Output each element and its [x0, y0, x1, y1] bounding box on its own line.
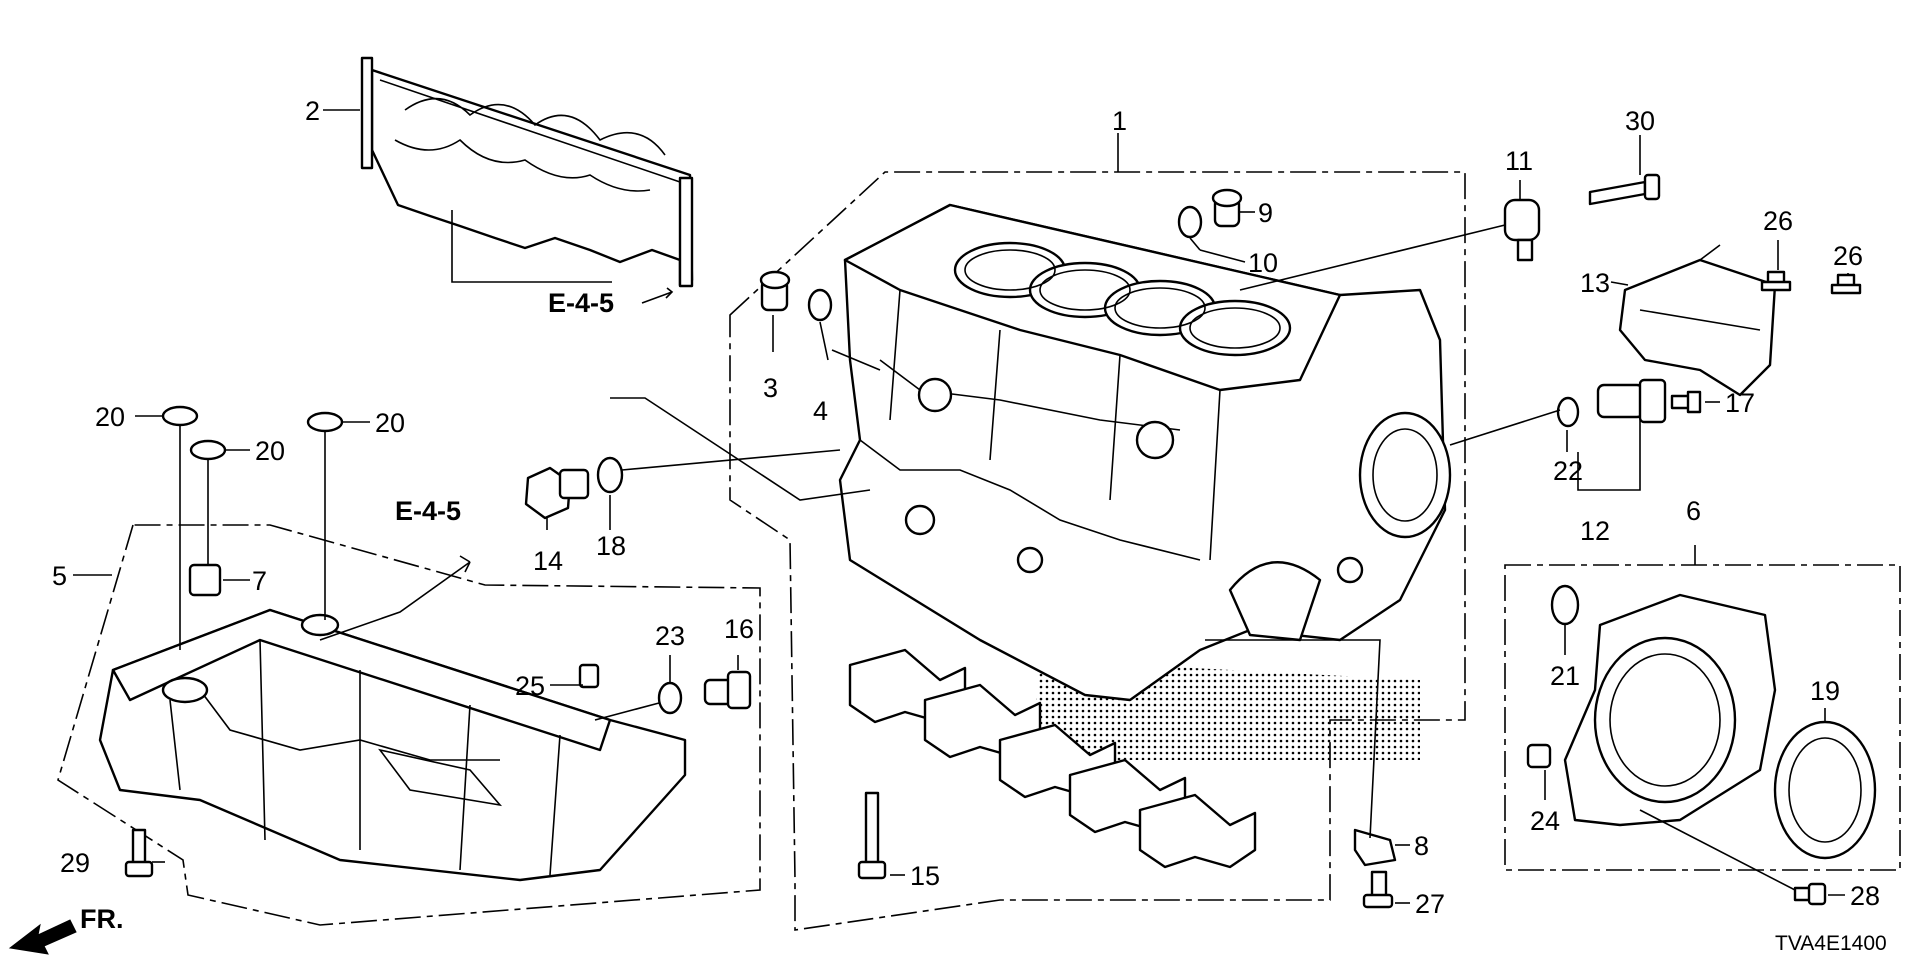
rear-cover-group-outline	[1504, 564, 1901, 871]
oil-pan-group-outline	[57, 524, 761, 926]
callout-30: 30	[1625, 106, 1655, 136]
callout-29: 29	[60, 848, 90, 878]
part-25-dowel	[578, 663, 600, 689]
callout-8: 8	[1414, 831, 1429, 861]
part-4-o-ring	[807, 288, 833, 322]
callout-12: 12	[1580, 516, 1610, 546]
part-3-plug	[759, 270, 791, 312]
part-28-bolt	[1793, 882, 1827, 906]
callout-26b: 26	[1833, 241, 1863, 271]
leader-lines	[73, 109, 1849, 904]
callout-9: 9	[1258, 198, 1273, 228]
callout-24: 24	[1530, 806, 1560, 836]
diagram-code: TVA4E1400	[1775, 932, 1887, 955]
part-15-bolt	[857, 791, 887, 880]
callout-16: 16	[724, 614, 754, 644]
callout-21: 21	[1550, 661, 1580, 691]
front-direction-arrow-icon	[8, 919, 77, 955]
part-2-bracket-line	[451, 210, 612, 283]
part-19-oil-seal	[1773, 720, 1877, 860]
part-17-bolt	[1670, 390, 1702, 414]
callout-7: 7	[252, 566, 267, 596]
part-18-washer	[596, 456, 624, 494]
callout-15: 15	[910, 861, 940, 891]
callout-6: 6	[1686, 496, 1701, 526]
callout-28: 28	[1850, 881, 1880, 911]
part-2-baffle	[360, 56, 694, 288]
ref-e-4-5-upper[interactable]: E-4-5	[548, 288, 614, 318]
part-1-cylinder-block	[838, 203, 1452, 702]
callout-labels: 1 2 3 4 5 6 7 8 9 10 11 12 13 14 15 16 1…	[52, 96, 1887, 955]
part-26-bolt-a	[1760, 270, 1792, 292]
callout-3: 3	[763, 373, 778, 403]
part-20-washer-c	[306, 411, 344, 433]
callout-19: 19	[1810, 676, 1840, 706]
part-24-dowel	[1526, 743, 1552, 769]
part-9-plug	[1211, 188, 1243, 228]
part-5-lower-block	[98, 608, 687, 882]
callout-23: 23	[655, 621, 685, 651]
callout-26a: 26	[1763, 206, 1793, 236]
part-13-cover	[1618, 244, 1777, 397]
callout-20b: 20	[255, 436, 285, 466]
callout-2: 2	[305, 96, 320, 126]
callout-25: 25	[515, 671, 545, 701]
callout-17: 17	[1725, 388, 1755, 418]
part-30-bolt	[1588, 173, 1661, 206]
cylinder-block-group-outline	[729, 171, 1466, 931]
part-27-bolt	[1362, 870, 1394, 909]
callout-5: 5	[52, 561, 67, 591]
callout-22: 22	[1553, 456, 1583, 486]
part-16-plug	[703, 670, 752, 710]
callout-20a: 20	[95, 402, 125, 432]
part-22-o-ring	[1556, 396, 1580, 428]
ref-e-4-5-lower[interactable]: E-4-5	[395, 496, 461, 526]
callout-13: 13	[1580, 268, 1610, 298]
part-8-bracket	[1353, 828, 1397, 867]
part-10-o-ring	[1177, 205, 1203, 239]
part-20-washer-a	[161, 405, 199, 427]
part-21-o-ring	[1550, 584, 1580, 626]
callout-10: 10	[1248, 248, 1278, 278]
part-26-bolt-b	[1830, 273, 1862, 295]
part-7-dowel	[188, 563, 222, 597]
part-29-bolt	[124, 828, 154, 878]
part-6-rear-cover	[1563, 593, 1777, 827]
callout-4: 4	[813, 396, 828, 426]
callout-18: 18	[596, 531, 626, 561]
callout-14: 14	[533, 546, 563, 576]
part-14-drain-plug	[524, 466, 590, 520]
callout-1: 1	[1112, 106, 1127, 136]
part-main-bearing-caps	[848, 648, 1257, 869]
part-12-sensor	[1596, 378, 1667, 424]
callout-11: 11	[1505, 146, 1533, 176]
part-20-washer-b	[189, 439, 227, 461]
callout-20c: 20	[375, 408, 405, 438]
part-23-washer	[657, 681, 683, 715]
part-11-knock-sensor	[1503, 198, 1541, 262]
front-label: FR.	[80, 904, 124, 934]
callout-27: 27	[1415, 889, 1445, 919]
